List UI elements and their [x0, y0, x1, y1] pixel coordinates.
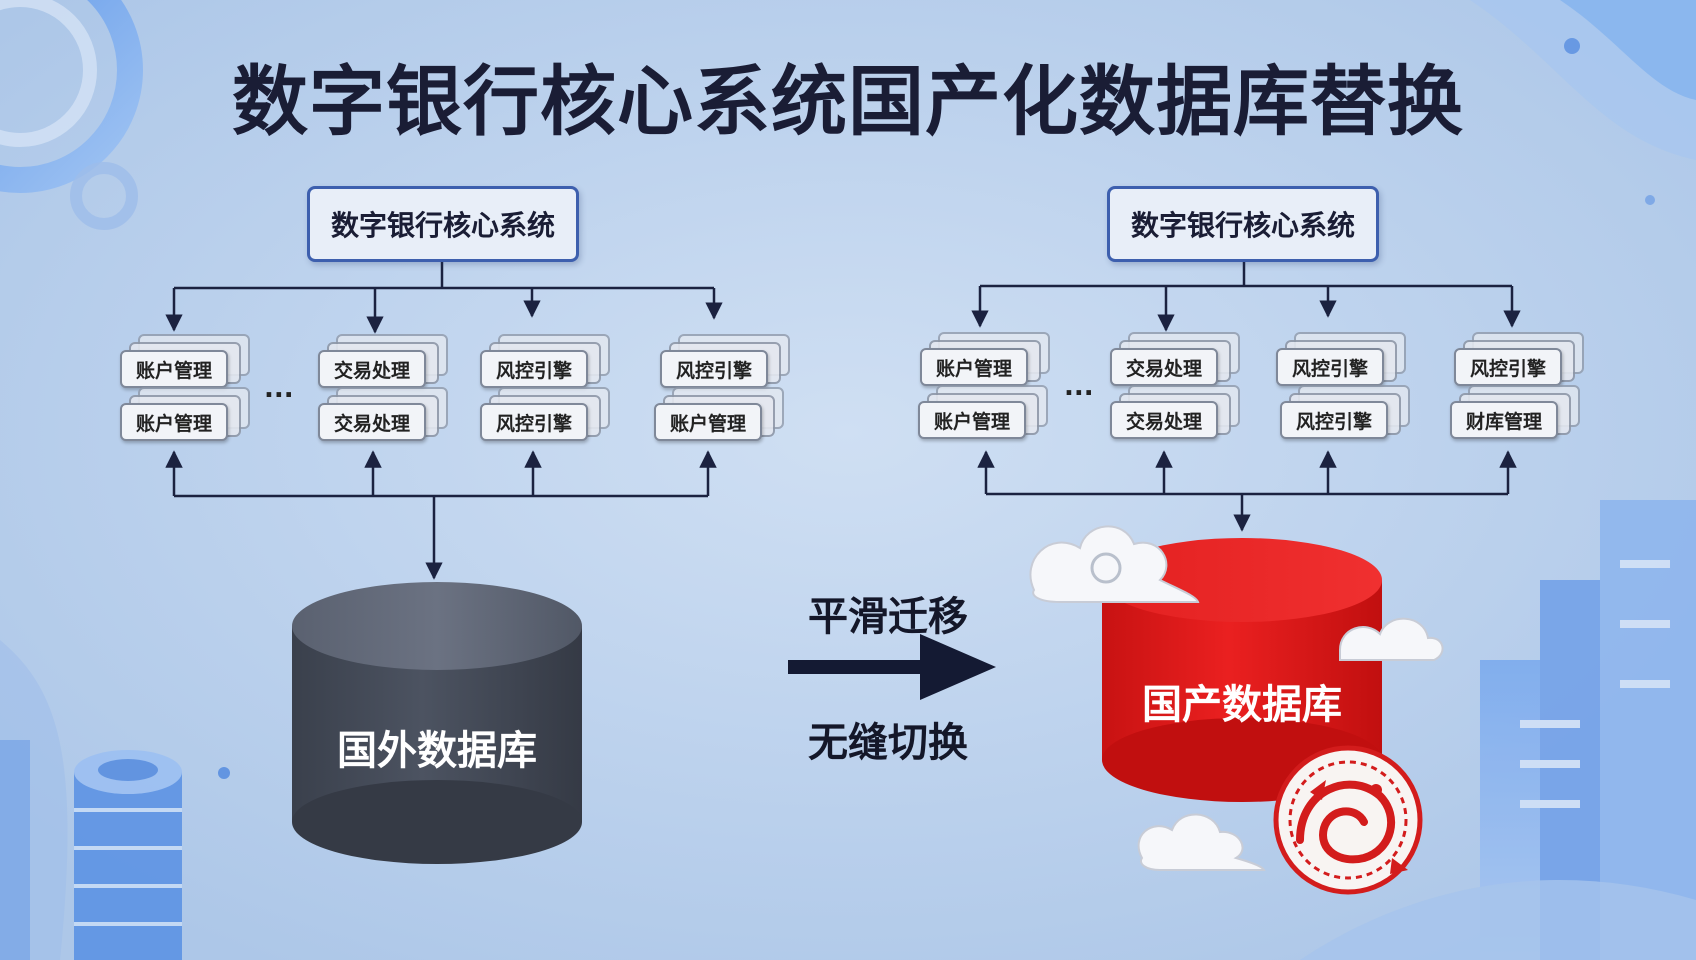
left-module-top-1: 账户管理 [120, 334, 250, 388]
module-label: 账户管理 [654, 403, 762, 441]
left-connectors [165, 256, 723, 580]
database-stack-icon [74, 750, 182, 960]
domestic-database-label: 国产数据库 [1142, 682, 1342, 728]
right-connectors [971, 256, 1521, 532]
arrow-right-icon [788, 634, 996, 700]
module-label: 账户管理 [120, 403, 228, 441]
right-module-bottom-4: 财库管理 [1450, 385, 1580, 439]
right-module-bottom-3: 风控引擎 [1280, 385, 1410, 439]
module-label: 风控引擎 [1280, 401, 1388, 439]
cloud-icon [1029, 525, 1200, 603]
module-label: 账户管理 [120, 350, 228, 388]
legacy-database-label: 国外数据库 [337, 728, 537, 774]
module-label: 风控引擎 [480, 350, 588, 388]
module-label: 账户管理 [920, 348, 1028, 386]
page-title: 数字银行核心系统国产化数据库替换 [232, 57, 1464, 146]
module-label: 风控引擎 [660, 350, 768, 388]
module-label: 交易处理 [318, 350, 426, 388]
left-ellipsis: ... [264, 374, 294, 404]
dragon-seal-icon [1273, 745, 1423, 895]
module-label: 风控引擎 [1454, 348, 1562, 386]
module-label: 风控引擎 [480, 403, 588, 441]
right-ellipsis: ... [1064, 372, 1094, 402]
left-module-bottom-3: 风控引擎 [480, 387, 610, 441]
cloud-icon [1137, 813, 1266, 871]
legacy-database-cylinder [292, 582, 582, 864]
migration-bottom-text: 无缝切换 [808, 720, 968, 766]
left-module-bottom-1: 账户管理 [120, 387, 250, 441]
right-module-top-1: 账户管理 [920, 332, 1050, 386]
module-label: 风控引擎 [1276, 348, 1384, 386]
left-module-top-3: 风控引擎 [480, 334, 610, 388]
left-module-bottom-4: 账户管理 [654, 387, 784, 441]
module-label: 账户管理 [918, 401, 1026, 439]
module-label: 交易处理 [1110, 348, 1218, 386]
right-module-top-3: 风控引擎 [1276, 332, 1406, 386]
right-module-top-2: 交易处理 [1110, 332, 1240, 386]
module-label: 财库管理 [1450, 401, 1558, 439]
right-module-bottom-1: 账户管理 [918, 385, 1048, 439]
right-core-system-box: 数字银行核心系统 [1107, 186, 1379, 262]
left-core-system-box: 数字银行核心系统 [307, 186, 579, 262]
right-module-bottom-2: 交易处理 [1110, 385, 1240, 439]
left-module-top-4: 风控引擎 [660, 334, 790, 388]
module-label: 交易处理 [318, 403, 426, 441]
migration-top-text: 平滑迁移 [808, 594, 968, 640]
left-module-top-2: 交易处理 [318, 334, 448, 388]
module-label: 交易处理 [1110, 401, 1218, 439]
left-module-bottom-2: 交易处理 [318, 387, 448, 441]
cloud-icon [1339, 617, 1444, 661]
right-module-top-4: 风控引擎 [1454, 332, 1584, 386]
